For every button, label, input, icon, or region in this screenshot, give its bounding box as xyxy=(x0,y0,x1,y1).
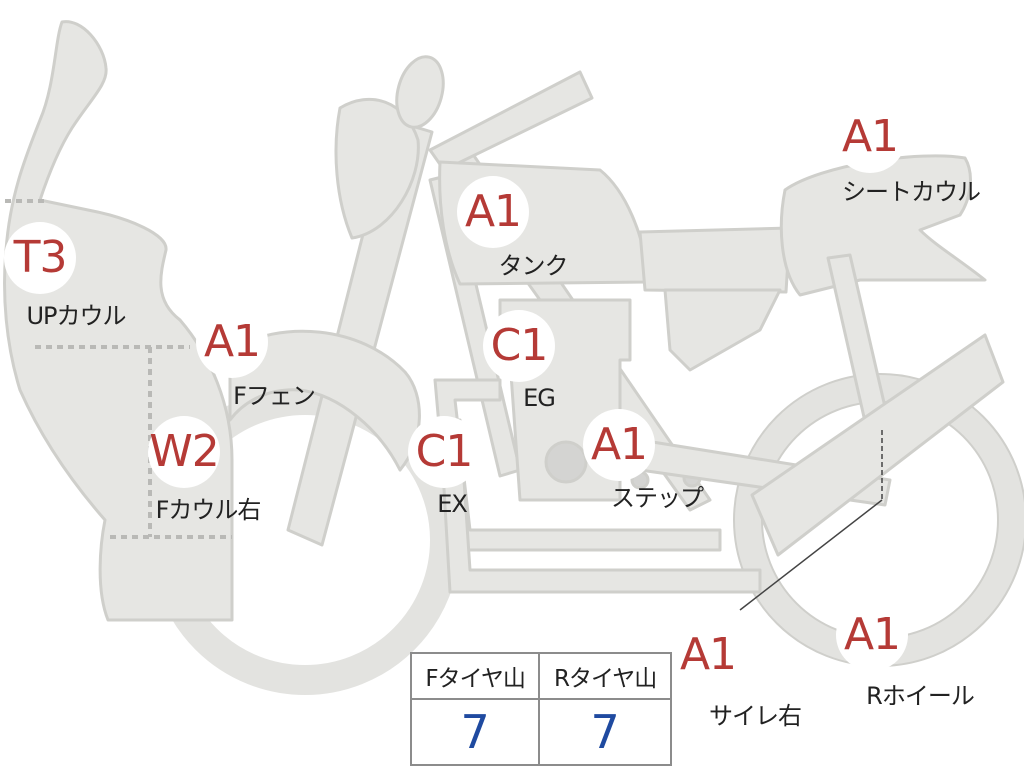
label-f-cowl-r: Fカウル右 xyxy=(155,496,262,524)
label-step: ステップ xyxy=(611,484,704,512)
muffler xyxy=(750,333,1005,557)
grade-engine: C1 xyxy=(483,310,555,382)
tire-tread-table: Fタイヤ山 Rタイヤ山 7 7 xyxy=(409,652,672,766)
grade-f-cowl-r: W2 xyxy=(148,416,220,488)
grade-muffler-r: A1 xyxy=(672,619,744,691)
label-up-cowl: UPカウル xyxy=(26,302,126,330)
grade-tank: A1 xyxy=(457,176,529,248)
label-r-wheel: Rホイール xyxy=(866,682,975,710)
rear-tire-tread-header: Rタイヤ山 xyxy=(538,652,672,700)
label-exhaust: EX xyxy=(437,490,468,518)
handlebar xyxy=(428,70,594,172)
label-f-fender: Fフェン xyxy=(233,382,316,410)
front-fender xyxy=(228,329,421,472)
label-engine: EG xyxy=(523,384,556,412)
rear-tire-tread-value: 7 xyxy=(538,698,672,766)
grade-step: A1 xyxy=(583,409,655,481)
grade-r-wheel: A1 xyxy=(836,599,908,671)
grade-seat-cowl: A1 xyxy=(834,101,906,173)
front-tire-tread-header: Fタイヤ山 xyxy=(409,652,541,700)
label-tank: タンク xyxy=(498,252,569,280)
grade-exhaust: C1 xyxy=(408,416,480,488)
grade-up-cowl: T3 xyxy=(4,222,76,294)
headlight xyxy=(334,98,420,240)
label-seat-cowl: シートカウル xyxy=(842,178,981,206)
grade-f-fender: A1 xyxy=(196,306,268,378)
front-tire-tread-value: 7 xyxy=(409,698,541,766)
label-muffler-r: サイレ右 xyxy=(709,702,802,730)
seat xyxy=(638,226,792,294)
